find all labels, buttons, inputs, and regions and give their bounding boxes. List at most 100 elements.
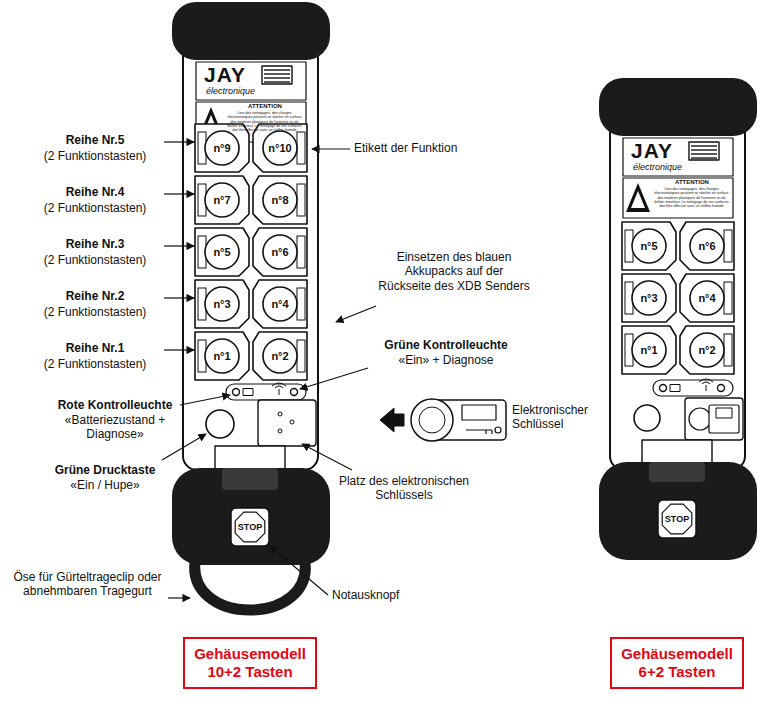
- row-label: Reihe Nr.3: [28, 237, 162, 251]
- callout-label: Platz des elektronischen Schlüssels: [325, 474, 483, 503]
- logo-panel: [196, 62, 306, 100]
- button-circle: [690, 333, 724, 367]
- red-led: [660, 385, 667, 392]
- function-button: n°4: [262, 286, 298, 322]
- row-label: Reihe Nr.1: [28, 341, 162, 355]
- stop-cap: [231, 508, 269, 546]
- button-circle: [690, 281, 724, 315]
- stop-cap: [658, 500, 696, 538]
- led-panel: [226, 384, 306, 400]
- button-number: n°2: [698, 344, 715, 356]
- emergency-stop-button: STOP: [230, 507, 270, 547]
- row-note: (2 Funktionstasten): [28, 357, 162, 371]
- button-circle: [632, 229, 666, 263]
- button-circle: [263, 235, 297, 269]
- function-button: n°10: [262, 130, 298, 166]
- callout-label: Einsetzen des blauen Akkupacks auf der R…: [378, 250, 530, 293]
- key-pad: [195, 228, 249, 276]
- stop-octagon: [235, 512, 265, 542]
- function-button: n°3: [631, 280, 667, 316]
- button-number: n°7: [213, 194, 230, 206]
- button-circle: [690, 229, 724, 263]
- insert-arrow: [380, 408, 404, 432]
- model-caption: Gehäusemodell 6+2 Tasten: [617, 645, 737, 681]
- brand-subtitle: électronique: [633, 162, 703, 173]
- key-pad: [622, 222, 676, 270]
- button-number: n°2: [271, 350, 288, 362]
- inserted-key-window: [716, 408, 732, 418]
- button-number: n°5: [640, 240, 657, 252]
- function-button: n°6: [262, 234, 298, 270]
- callout-label: Elektronischer Schlüssel: [512, 403, 598, 432]
- warning-triangle: [626, 183, 650, 212]
- callout-label: Grüne Drucktaste: [30, 463, 180, 477]
- row-label: Reihe Nr.5: [28, 133, 162, 147]
- inserted-key-grip: [689, 408, 711, 430]
- slot-hole: [290, 420, 294, 424]
- warning-text: Lors des nettoyages, des charges électro…: [652, 187, 731, 208]
- warning-title: ATTENTION: [225, 103, 305, 110]
- brand-logo: JAY: [204, 62, 264, 87]
- stop-text: STOP: [665, 514, 689, 524]
- button-circle: [205, 339, 239, 373]
- function-button: n°2: [262, 338, 298, 374]
- key-pad: [680, 222, 734, 270]
- key-slot: [685, 398, 743, 440]
- button-circle: [205, 183, 239, 217]
- function-label-strip: [297, 288, 305, 320]
- function-button: n°2: [689, 332, 725, 368]
- function-button: n°5: [204, 234, 240, 270]
- function-button: n°1: [631, 332, 667, 368]
- button-circle: [263, 183, 297, 217]
- key-pad: [253, 332, 307, 380]
- warning-label: [623, 178, 733, 218]
- leader-arrow: [162, 434, 206, 460]
- warning-text: Lors des nettoyages, des charges électro…: [225, 111, 304, 132]
- slot-hole: [278, 412, 282, 416]
- leader-arrow: [270, 546, 328, 595]
- leader-arrow: [312, 148, 350, 149]
- callout-label: Öse für Gürteltrageclip oder abnehmbaren…: [5, 570, 170, 599]
- leader-arrow: [164, 297, 194, 298]
- button-circle: [263, 131, 297, 165]
- leader-arrow: [302, 444, 352, 470]
- leader-arrow: [336, 306, 376, 322]
- electronic-key: [380, 399, 506, 441]
- function-label-strip: [724, 334, 732, 366]
- function-button: n°4: [689, 280, 725, 316]
- callout-label: Rote Kontrolleuchte: [40, 398, 190, 412]
- logo-panel: [623, 138, 733, 176]
- row-label: Reihe Nr.4: [28, 185, 162, 199]
- inserted-key-body: [709, 405, 739, 433]
- housing: [610, 116, 745, 470]
- battery-icon: [243, 389, 253, 396]
- function-label-strip: [297, 184, 305, 216]
- callout-label: Notausknopf: [332, 588, 442, 602]
- button-number: n°1: [213, 350, 230, 362]
- leader-arrow: [300, 368, 368, 389]
- function-button: n°8: [262, 182, 298, 218]
- row-note: (2 Funktionstasten): [28, 149, 162, 163]
- green-led: [718, 385, 725, 392]
- row-note: (2 Funktionstasten): [28, 305, 162, 319]
- green-led: [291, 389, 298, 396]
- function-label-strip: [297, 236, 305, 268]
- callout-label: «Ein» + Diagnose: [366, 353, 526, 367]
- bumper-notch: [222, 468, 278, 490]
- key-pad: [680, 326, 734, 374]
- callout-label: «Ein / Hupe»: [30, 478, 180, 492]
- button-circle: [205, 287, 239, 321]
- key-pad: [622, 326, 676, 374]
- bottom-bumper: [172, 468, 330, 565]
- function-button: n°1: [204, 338, 240, 374]
- emergency-stop-button: STOP: [657, 499, 697, 539]
- row-note: (2 Funktionstasten): [28, 201, 162, 215]
- antenna-icon: [699, 379, 713, 391]
- button-circle: [263, 287, 297, 321]
- logo-mark: [689, 142, 719, 160]
- key-pad: [680, 274, 734, 322]
- led-panel: [653, 380, 733, 396]
- button-number: n°8: [271, 194, 288, 206]
- red-led: [233, 389, 240, 396]
